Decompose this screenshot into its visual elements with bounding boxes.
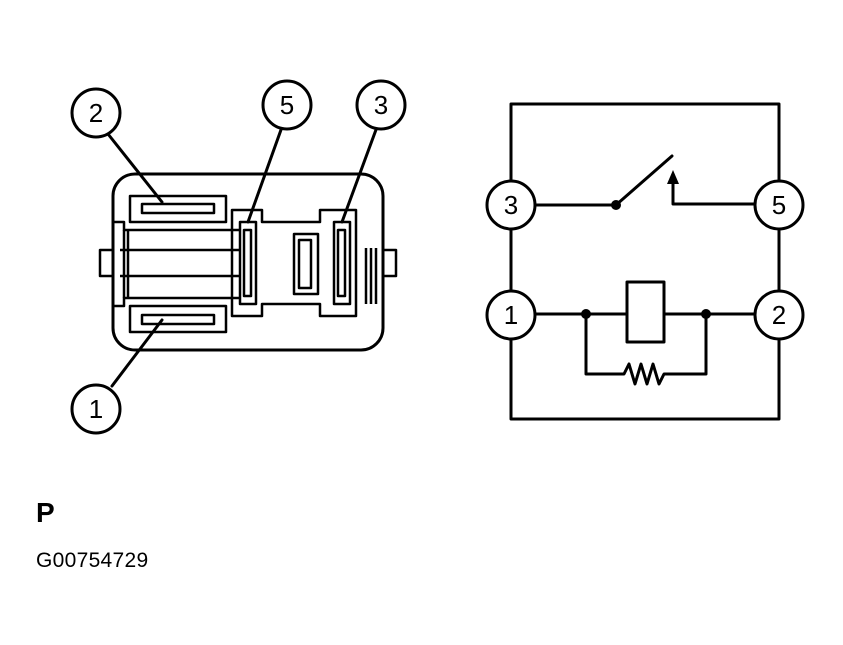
callout-3: 3 <box>355 79 407 131</box>
relay-coil <box>625 280 666 344</box>
connector-housing <box>111 172 385 352</box>
figure-code: G00754729 <box>36 549 149 572</box>
right-rail-edge <box>364 248 378 304</box>
top-wire <box>509 102 781 183</box>
callout-5: 5 <box>261 79 313 131</box>
svg-text:2: 2 <box>89 98 103 128</box>
leader-3 <box>340 125 379 224</box>
svg-text:5: 5 <box>772 190 786 220</box>
pin-5: 5 <box>753 179 805 231</box>
svg-text:3: 3 <box>504 190 518 220</box>
terminal-5-blade <box>242 228 253 298</box>
relay-schematic: 3 5 1 2 <box>485 102 805 421</box>
terminal-2-slot <box>128 194 228 224</box>
left-latch <box>98 248 113 278</box>
right-latch <box>383 248 398 278</box>
leader-5 <box>246 125 284 224</box>
switch-lead-5 <box>671 178 757 206</box>
center-key-inner <box>297 238 313 290</box>
switch-contact-arm <box>614 154 674 207</box>
left-rail-edge <box>122 230 130 298</box>
svg-text:3: 3 <box>374 90 388 120</box>
center-key <box>292 232 320 296</box>
terminal-2-blade <box>140 202 216 215</box>
center-rails <box>120 248 240 278</box>
terminal-3-blade <box>336 228 347 298</box>
bottom-wire <box>509 337 781 421</box>
svg-text:1: 1 <box>504 300 518 330</box>
leader-2 <box>106 132 164 204</box>
terminal-1-blade <box>140 313 216 326</box>
center-boss <box>230 208 358 318</box>
svg-text:1: 1 <box>89 394 103 424</box>
leader-1 <box>110 318 164 388</box>
pin-3: 3 <box>485 179 537 231</box>
terminal-1-slot <box>128 304 228 334</box>
callout-1: 1 <box>70 383 122 435</box>
pin-1: 1 <box>485 289 537 341</box>
pin-2: 2 <box>753 289 805 341</box>
switch-pivot <box>611 200 621 210</box>
panel-label: P <box>36 497 55 528</box>
terminal-3-slot <box>332 220 352 306</box>
svg-text:2: 2 <box>772 300 786 330</box>
switch-contact-arrow <box>667 170 679 184</box>
suppression-resistor <box>584 312 708 386</box>
terminal-5-slot <box>238 220 258 306</box>
svg-text:5: 5 <box>280 90 294 120</box>
callout-2: 2 <box>70 87 122 139</box>
upper-lower-rails <box>113 220 240 308</box>
connector-view: 2 5 3 1 <box>70 79 407 435</box>
